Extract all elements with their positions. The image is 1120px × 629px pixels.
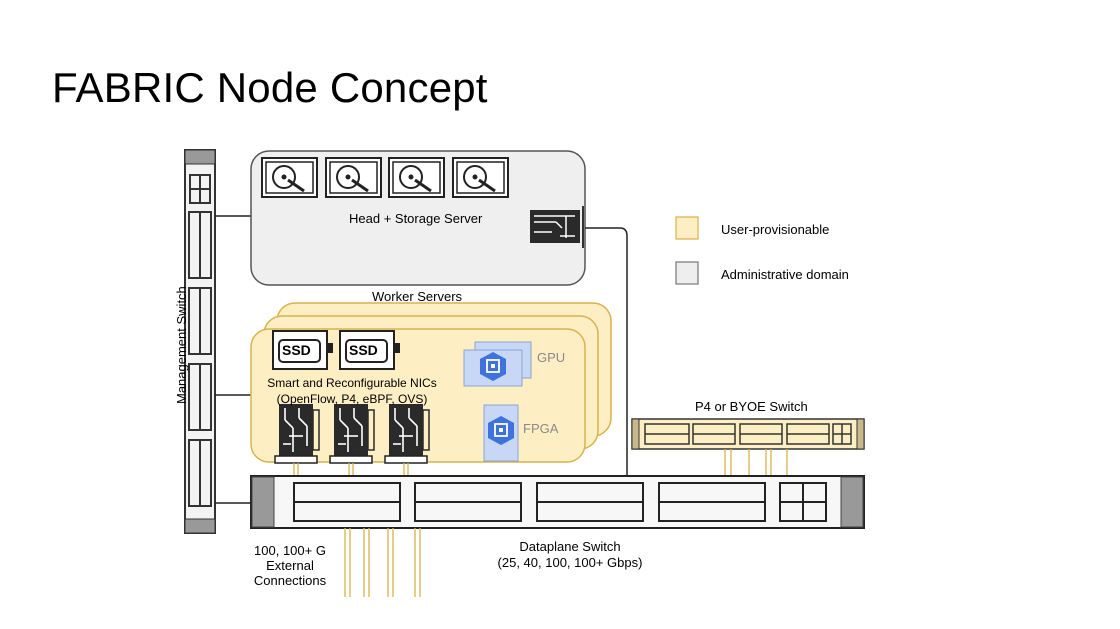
head-dataplane-link bbox=[585, 227, 628, 476]
legend-swatch-admin bbox=[675, 261, 699, 285]
smart-nic-icon bbox=[274, 404, 320, 464]
ssd-icon bbox=[339, 330, 400, 370]
fpga-icon bbox=[483, 404, 519, 462]
management-links bbox=[215, 215, 251, 504]
hard-disk-icon bbox=[325, 157, 382, 198]
legend bbox=[675, 216, 699, 285]
p4-dataplane-links bbox=[724, 449, 788, 476]
external-label-line2: External bbox=[266, 558, 314, 573]
external-label-line3: Connections bbox=[253, 573, 327, 588]
ssd-icons bbox=[272, 330, 400, 370]
management-switch-label: Management Switch bbox=[174, 286, 189, 404]
ssd-label-2: SSD bbox=[349, 342, 378, 358]
gpu-icon bbox=[463, 341, 532, 387]
nics-label-line1: Smart and Reconfigurable NICs bbox=[267, 376, 437, 390]
worker-servers-label: Worker Servers bbox=[372, 289, 463, 304]
slide-title: FABRIC Node Concept bbox=[52, 64, 488, 111]
hard-disk-icon bbox=[452, 157, 509, 198]
p4-byoe-switch bbox=[631, 418, 865, 450]
legend-swatch-user bbox=[675, 216, 699, 240]
dataplane-label-line2: (25, 40, 100, 100+ Gbps) bbox=[497, 555, 643, 570]
head-nic-icon bbox=[530, 206, 584, 248]
fpga-label: FPGA bbox=[523, 421, 559, 436]
management-switch bbox=[184, 149, 216, 534]
gpu-label: GPU bbox=[537, 350, 566, 365]
dataplane-label-line1: Dataplane Switch bbox=[519, 539, 621, 554]
ssd-label-1: SSD bbox=[282, 342, 311, 358]
external-label-line1: 100, 100+ G bbox=[254, 543, 326, 558]
hard-disk-icon bbox=[261, 157, 318, 198]
external-links bbox=[344, 528, 421, 597]
smart-nic-icon bbox=[329, 404, 375, 464]
nic-dataplane-links bbox=[293, 463, 409, 476]
smart-nic-icon bbox=[384, 404, 430, 464]
legend-label-admin: Administrative domain bbox=[721, 267, 849, 282]
dataplane-switch bbox=[250, 475, 865, 529]
p4-switch-label: P4 or BYOE Switch bbox=[695, 399, 808, 414]
smart-nics bbox=[274, 404, 430, 464]
nics-label-line2: (OpenFlow, P4, eBPF, OVS) bbox=[276, 392, 428, 406]
legend-label-user: User-provisionable bbox=[721, 222, 830, 237]
ssd-icon bbox=[272, 330, 333, 370]
hard-disk-icon bbox=[388, 157, 445, 198]
head-server-label: Head + Storage Server bbox=[349, 211, 483, 226]
hard-disks bbox=[261, 157, 509, 198]
